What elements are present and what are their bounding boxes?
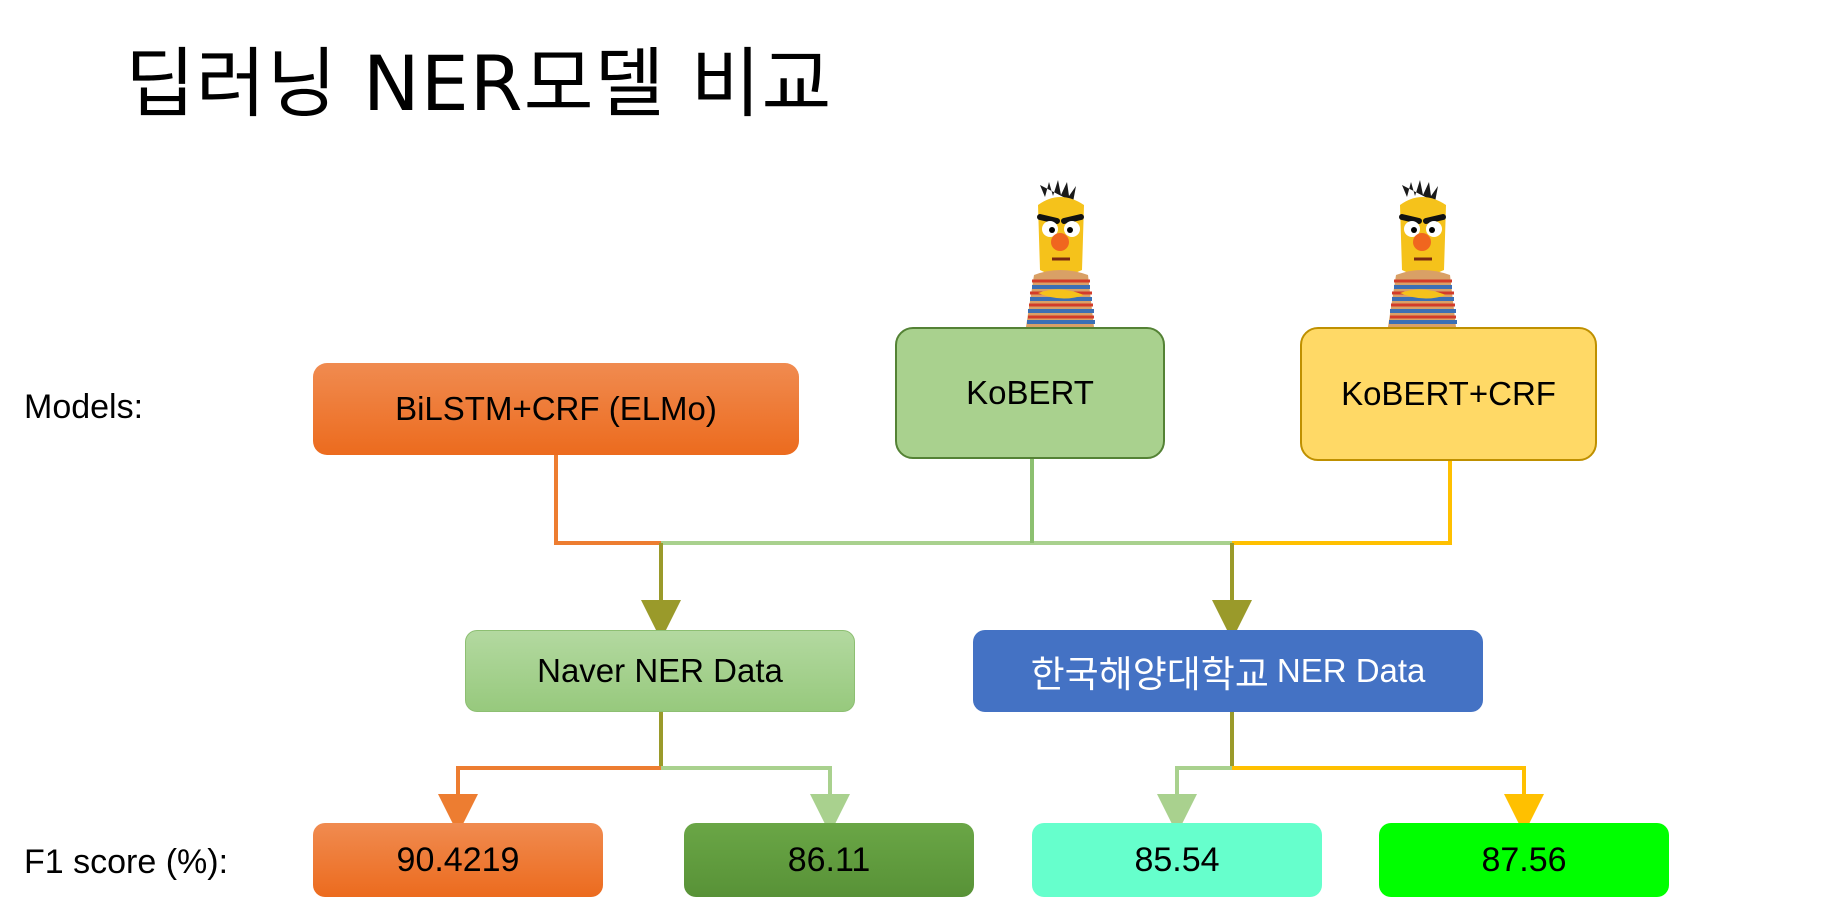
page-title: 딥러닝 NER모델 비교 [125, 39, 833, 128]
dataset-kmou-name: 한국해양대학교 [1030, 653, 1269, 696]
arrow-to-score-4 [1232, 766, 1544, 834]
model-kobert: KoBERT [895, 327, 1165, 459]
line-bilstm [554, 455, 661, 545]
models-row-label: Models: [24, 388, 144, 426]
f1-row-label: F1 score (%): [24, 843, 229, 881]
score-kobert-naver: 86.11 [684, 823, 974, 897]
model-bilstm-crf-elmo: BiLSTM+CRF (ELMo) [313, 363, 799, 455]
score-kobert-kmou: 85.54 [1032, 823, 1322, 897]
score-kobertcrf-kmou: 87.56 [1379, 823, 1669, 897]
line-kobertcrf [1232, 461, 1452, 545]
dataset-kmou-suffix: NER Data [1276, 652, 1426, 689]
bert-character-icon [1388, 180, 1457, 327]
model-kobert-crf: KoBERT+CRF [1300, 327, 1597, 461]
score-bilstm-naver: 90.4219 [313, 823, 603, 897]
arrow-to-score-2 [661, 766, 850, 834]
bert-character-icon [1026, 180, 1095, 327]
dataset-naver-ner: Naver NER Data [465, 630, 855, 712]
arrow-to-score-1 [438, 766, 661, 834]
dataset-kmou-ner: 한국해양대학교 NER Data [973, 630, 1483, 712]
arrow-to-score-3 [1157, 766, 1232, 834]
